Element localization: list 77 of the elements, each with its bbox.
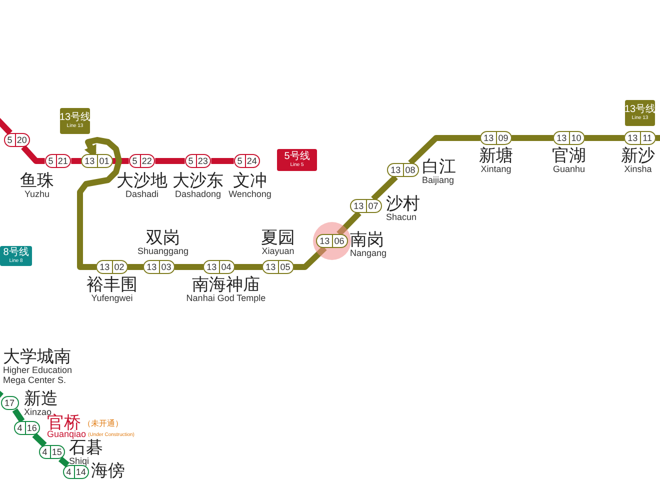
metro-line [234,264,262,270]
metro-line [512,135,554,141]
station-badge: 5 21 [44,154,72,168]
station-badge: 13 06 [316,234,348,248]
station-name: 双岗 [146,229,180,246]
station-badge: 13 03 [143,260,175,274]
station-name-english: Dashadong [174,190,222,199]
station-badge: 17 [1,396,19,410]
station-name: 官桥 [47,414,81,431]
station-name: 新造 [24,390,58,407]
station-badge: 13 07 [350,199,382,213]
station-name: 官湖 [552,147,586,164]
station-name: 新塘 [479,147,513,164]
station-name-english: Higher Education Mega Center S. [3,366,74,386]
station-name: 海傍 [91,462,125,479]
station-badge: 13 10 [553,131,585,145]
metro-line [584,135,624,141]
station-badge: 13 04 [203,260,235,274]
station-name: 大沙东 [172,172,224,189]
metro-line [58,456,70,468]
station-name: 白江 [422,158,456,175]
metro-line [12,408,25,423]
station-name-english: Guanqiao [47,430,86,439]
station-name: 沙村 [386,195,420,212]
station-name-english: Shacun [386,213,417,222]
station-badge: 4 15 [38,445,66,459]
station-name-english: Xinsha [624,165,652,174]
station-badge: 13 09 [480,131,512,145]
station-badge: 13 02 [96,260,128,274]
status-note: （未开通） [83,420,123,428]
metro-line [656,135,660,141]
metro-line [155,158,185,164]
station-name: 裕丰围 [86,276,138,293]
metro-line [21,144,45,164]
metro-line [32,432,47,448]
station-name-english: Shuanggang [137,247,189,256]
metro-line [174,264,204,270]
station-name-english: Shiqi [69,457,90,466]
station-name-english: Dashadi [125,190,159,199]
station-badge: 5 23 [184,154,212,168]
station-badge: 4 14 [62,465,90,479]
station-badge: 13 01 [81,154,113,168]
station-name-english: Xinzao [24,408,52,417]
metro-line [211,158,234,164]
station-badge: 5 24 [234,154,260,168]
station-name-english: Nanhai God Temple [186,294,266,303]
station-name: 大沙地 [116,172,168,189]
station-badge: 13 08 [387,163,419,177]
station-name: 文冲 [233,172,267,189]
station-badge: 13 11 [624,131,656,145]
station-name: 南海神庙 [192,276,260,293]
station-badge: 5 22 [128,154,156,168]
station-name-english: Guanhu [552,165,586,174]
station-name-english: Yuzhu [24,190,50,199]
station-name: 石碁 [69,439,103,456]
station-name-english: Xintang [480,165,512,174]
metro-line [112,158,129,164]
metro-line [71,158,82,164]
station-name: 鱼珠 [20,172,54,189]
station-name: 夏园 [261,229,295,246]
station-name: 大学城南 [3,348,72,365]
station-name-english: Wenchong [228,190,272,199]
station-name-english: Yufengwei [91,294,133,303]
station-name: 南岗 [350,231,384,248]
station-badge: 13 05 [262,260,294,274]
station-badge: 5 20 [4,133,30,147]
station-name-english: Nangang [350,249,387,258]
metro-line [336,210,362,236]
station-name-english: Baijiang [422,176,454,185]
metro-line [128,264,144,270]
metro-line [371,174,398,202]
station-name-english: Xiayuan [262,247,294,256]
metro-line [294,246,327,270]
metro-line [0,116,12,136]
station-name: 新沙 [621,147,655,164]
station-badge: 4 16 [14,421,40,435]
metro-line [408,135,480,166]
